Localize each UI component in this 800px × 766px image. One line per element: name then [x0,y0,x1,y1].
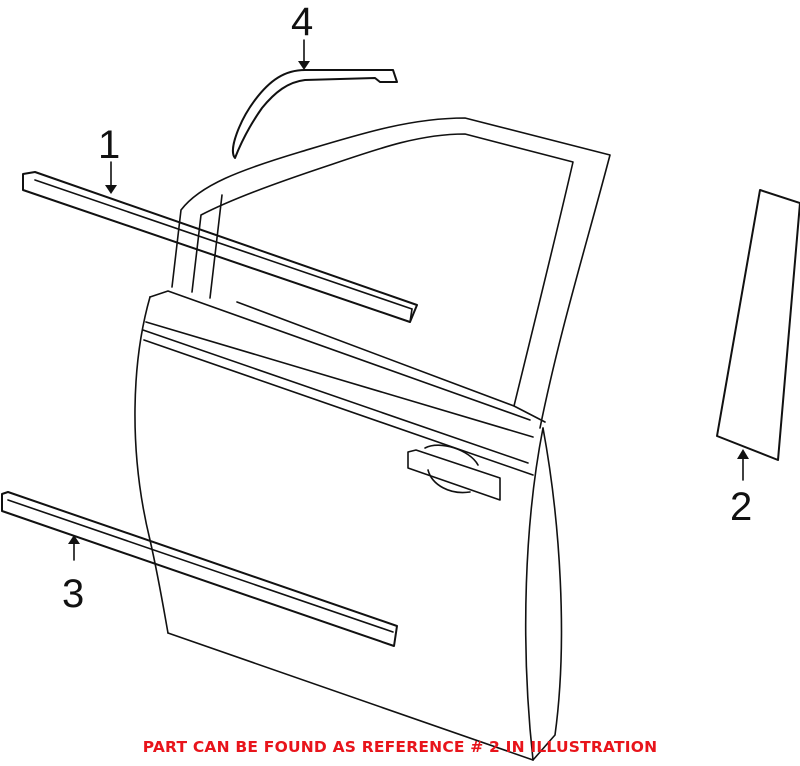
door-shell [134,290,563,761]
part-1-belt-molding [22,171,418,323]
reference-caption: PART CAN BE FOUND AS REFERENCE # 2 IN IL… [142,738,658,756]
arrow-2-icon [737,449,749,459]
part-3-lower-molding [1,491,398,647]
callout-3: 3 [62,572,84,616]
callout-1: 1 [98,123,120,167]
part-4-upper-molding [231,69,398,159]
window-frame [171,117,611,429]
arrow-1-icon [105,185,117,194]
arrow-3-icon [68,535,80,544]
callout-arrows [68,39,749,561]
arrow-4-icon [298,61,310,70]
callout-2: 2 [730,485,752,529]
part-2-b-pillar-applique [716,189,800,461]
callout-4: 4 [291,0,313,44]
door-handle-icon [407,444,501,501]
